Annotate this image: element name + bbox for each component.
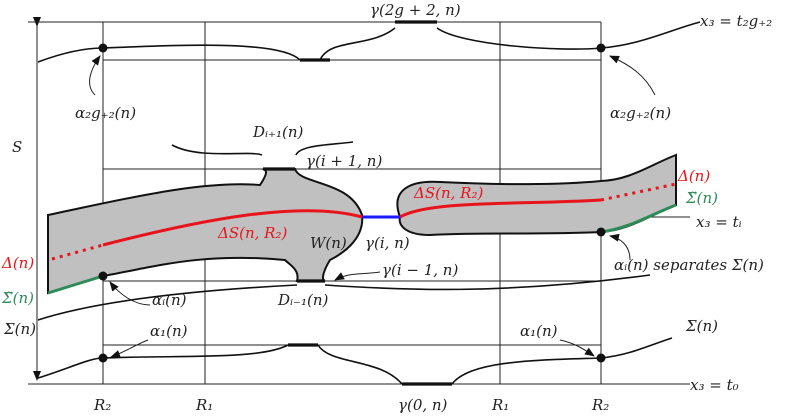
arrows — [89, 55, 656, 358]
label-w: W(n) — [310, 234, 347, 252]
label-r2-right: R₂ — [591, 396, 609, 414]
label-gamma-ip1: γ(i + 1, n) — [306, 152, 382, 170]
label-alpha-2g2-right: α₂g₊₂(n) — [610, 104, 671, 122]
label-sigma-tilde-right: Σ̃(n) — [685, 189, 718, 207]
label-r1-right: R₁ — [491, 396, 509, 414]
label-alpha-2g2-left: α₂g₊₂(n) — [75, 104, 136, 122]
label-sigma-right: Σ(n) — [685, 317, 718, 335]
sigma-lower-curve — [37, 274, 651, 321]
label-s: S — [12, 138, 22, 156]
delta-dotted — [51, 182, 677, 261]
label-gamma-0: γ(0, n) — [398, 396, 448, 414]
label-gamma-top: γ(2g + 2, n) — [370, 1, 461, 19]
label-d-ip1: Dᵢ₊₁(n) — [252, 123, 303, 141]
label-d-im1: Dᵢ₋₁(n) — [277, 291, 328, 309]
label-delta-left: Δ(n) — [1, 254, 34, 272]
label-alpha1-right: α₁(n) — [520, 322, 558, 340]
sigma-tilde-curve — [47, 203, 677, 295]
s-arrow — [28, 17, 103, 385]
top-curve — [37, 21, 701, 63]
label-r2-left: R₂ — [93, 396, 111, 414]
label-x3-t0: x₃ = t₀ — [690, 376, 739, 394]
label-r1-left: R₁ — [195, 396, 213, 414]
delta-curve — [102, 198, 602, 247]
label-alpha1-left: α₁(n) — [150, 322, 188, 340]
d-ip1-curve — [171, 141, 354, 156]
label-x3-ti: x₃ = tᵢ — [696, 213, 742, 231]
label-gamma-i: γ(i, n) — [365, 234, 410, 252]
label-gamma-im1: γ(i − 1, n) — [382, 261, 458, 279]
label-x3-top: x₃ = t₂g₊₂ — [700, 12, 772, 30]
label-delta-right: Δ(n) — [677, 167, 710, 185]
label-delta-s-left: ΔS(n, R₂) — [217, 224, 287, 242]
label-sigma-tilde-left: Σ̃(n) — [1, 289, 34, 307]
sigma-bottom-curve — [37, 337, 673, 385]
label-alpha-i-sep: αᵢ(n) separates Σ(n) — [614, 256, 764, 274]
label-delta-s-right: ΔS(n, R₂) — [413, 184, 483, 202]
region-right — [396, 153, 677, 237]
alpha-points — [98, 43, 606, 363]
label-sigma-left: Σ(n) — [3, 320, 36, 338]
label-alpha-i-left: αᵢ(n) — [152, 291, 187, 309]
region-left — [47, 168, 364, 295]
